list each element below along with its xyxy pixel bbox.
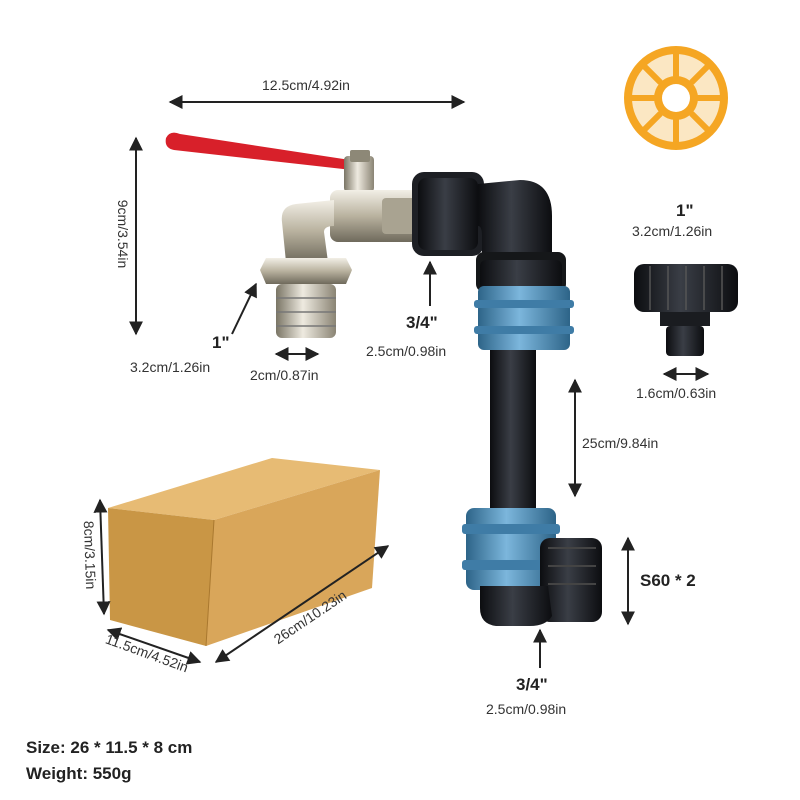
cardboard-box (108, 458, 380, 647)
outlet-metric-label: 2.5cm/0.98in (486, 701, 567, 717)
adapter-nozzle-label: 1.6cm/0.63in (636, 385, 717, 401)
pipe-length-label: 25cm/9.84in (582, 435, 659, 451)
tap-width-label: 12.5cm/4.92in (262, 77, 350, 93)
hose-adapter (634, 264, 738, 356)
outlet-size-label: 3/4" (516, 675, 548, 694)
weight-spec: Weight: 550g (26, 764, 132, 783)
tap-height-label: 9cm/3.54in (115, 199, 131, 269)
tap-nozzle-label: 2cm/0.87in (250, 367, 319, 383)
box-height-label: 8cm/3.15in (80, 520, 100, 590)
dimension-arrows (93, 95, 710, 668)
size-spec: Size: 26 * 11.5 * 8 cm (26, 738, 193, 757)
adapter-metric-label: 3.2cm/1.26in (632, 223, 713, 239)
ptfe-tape-roll (624, 46, 728, 150)
arrow-box-height (93, 498, 111, 616)
brass-tap (165, 132, 430, 338)
pipe-assembly (412, 172, 602, 626)
adapter-size-label: 1" (676, 201, 694, 220)
arrow-box-length (214, 545, 390, 663)
tap-handle (165, 132, 354, 170)
tap-outlet-size-label: 1" (212, 333, 230, 352)
tap-outlet-metric-label: 3.2cm/1.26in (130, 359, 211, 375)
inlet-metric-label: 2.5cm/0.98in (366, 343, 447, 359)
arrow-tap-outlet (231, 282, 257, 335)
tank-thread-label: S60 * 2 (640, 571, 696, 590)
inlet-size-label: 3/4" (406, 313, 438, 332)
arrow-box-width (106, 627, 202, 665)
